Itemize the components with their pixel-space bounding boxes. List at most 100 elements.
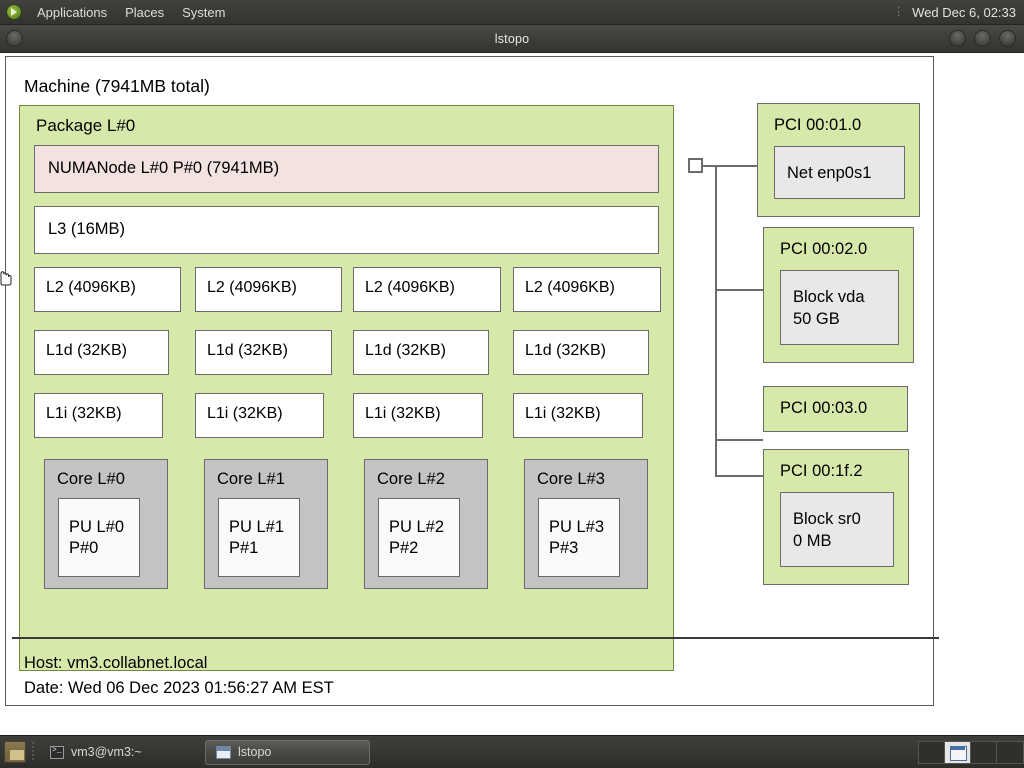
numanode-label: NUMANode L#0 P#0 (7941MB) xyxy=(48,159,280,177)
l1d-cache-box-1[interactable]: L1d (32KB) xyxy=(195,330,332,375)
osdev-box-3[interactable]: Block sr0 0 MB xyxy=(780,492,894,567)
pu-label-3-line2: P#3 xyxy=(549,538,579,557)
pu-box-0[interactable]: PU L#0 P#0 xyxy=(58,498,140,577)
maximize-button[interactable] xyxy=(974,30,991,47)
minimize-button[interactable] xyxy=(949,30,966,47)
core-box-1[interactable]: Core L#1 PU L#1 P#1 xyxy=(204,459,328,589)
pci-bridge-icon xyxy=(688,158,703,173)
l1d-cache-box-0[interactable]: L1d (32KB) xyxy=(34,330,169,375)
l2-label-1: L2 (4096KB) xyxy=(207,279,297,296)
window-title: lstopo xyxy=(494,31,530,46)
l1d-cache-box-3[interactable]: L1d (32KB) xyxy=(513,330,649,375)
workspace-1[interactable] xyxy=(919,741,945,763)
pu-label-2-line1: PU L#2 xyxy=(389,517,445,536)
core-label-3: Core L#3 xyxy=(537,470,605,488)
window-titlebar[interactable]: lstopo xyxy=(0,25,1024,53)
pu-label-0-line1: PU L#0 xyxy=(69,517,125,536)
l2-cache-box-3[interactable]: L2 (4096KB) xyxy=(513,267,661,312)
pci-label-3: PCI 00:1f.2 xyxy=(780,462,863,480)
menu-applications[interactable]: Applications xyxy=(37,4,108,20)
pci-box-1[interactable]: PCI 00:02.0 Block vda 50 GB xyxy=(763,227,914,363)
l2-cache-box-0[interactable]: L2 (4096KB) xyxy=(34,267,181,312)
core-box-3[interactable]: Core L#3 PU L#3 P#3 xyxy=(524,459,648,589)
workspace-switcher[interactable] xyxy=(918,740,1024,764)
taskbar-separator xyxy=(32,742,34,762)
l1d-label-2: L1d (32KB) xyxy=(365,342,446,359)
l1i-cache-box-0[interactable]: L1i (32KB) xyxy=(34,393,163,438)
l1i-cache-box-1[interactable]: L1i (32KB) xyxy=(195,393,324,438)
l1i-label-2: L1i (32KB) xyxy=(365,405,441,422)
l1d-cache-box-2[interactable]: L1d (32KB) xyxy=(353,330,489,375)
l2-label-3: L2 (4096KB) xyxy=(525,279,615,296)
core-label-0: Core L#0 xyxy=(57,470,125,488)
pu-box-3[interactable]: PU L#3 P#3 xyxy=(538,498,620,577)
osdev-label-1-line1: Block vda xyxy=(793,287,865,306)
panel-grip-icon: ⋮ xyxy=(893,6,905,18)
l1d-label-0: L1d (32KB) xyxy=(46,342,127,359)
l1i-cache-box-3[interactable]: L1i (32KB) xyxy=(513,393,643,438)
pci-box-3[interactable]: PCI 00:1f.2 Block sr0 0 MB xyxy=(763,449,909,585)
pu-label-1-line1: PU L#1 xyxy=(229,517,285,536)
pci-tree-trunk xyxy=(715,165,717,477)
pu-box-2[interactable]: PU L#2 P#2 xyxy=(378,498,460,577)
menu-places[interactable]: Places xyxy=(125,4,165,20)
pu-label-2-line2: P#2 xyxy=(389,538,419,557)
gnome-foot-icon[interactable] xyxy=(6,4,22,20)
footer-text: Host: vm3.collabnet.local Date: Wed 06 D… xyxy=(24,651,334,701)
panel-clock[interactable]: Wed Dec 6, 02:33 xyxy=(912,4,1016,20)
pci-label-1: PCI 00:02.0 xyxy=(780,240,868,258)
pci-tree-branch-1 xyxy=(715,289,763,291)
panel-right-area: ⋮ Wed Dec 6, 02:33 xyxy=(893,5,1024,20)
osdev-label-3-line1: Block sr0 xyxy=(793,509,861,528)
core-box-2[interactable]: Core L#2 PU L#2 P#2 xyxy=(364,459,488,589)
l2-cache-box-2[interactable]: L2 (4096KB) xyxy=(353,267,501,312)
pu-box-1[interactable]: PU L#1 P#1 xyxy=(218,498,300,577)
l1i-label-3: L1i (32KB) xyxy=(525,405,601,422)
workspace-4[interactable] xyxy=(997,741,1023,763)
core-label-1: Core L#1 xyxy=(217,470,285,488)
numanode-box[interactable]: NUMANode L#0 P#0 (7941MB) xyxy=(34,145,659,193)
topology-frame: Machine (7941MB total) Package L#0 NUMAN… xyxy=(5,56,939,706)
l2-cache-box-1[interactable]: L2 (4096KB) xyxy=(195,267,342,312)
pci-tree-branch-3 xyxy=(715,475,763,477)
pci-label-0: PCI 00:01.0 xyxy=(774,116,862,134)
close-button[interactable] xyxy=(999,30,1016,47)
taskbar-right-area xyxy=(918,736,1024,768)
pci-tree-branch-2 xyxy=(715,439,763,441)
task-label-terminal: vm3@vm3:~ xyxy=(71,745,142,759)
window-menu-button[interactable] xyxy=(6,30,23,47)
pu-label-1-line2: P#1 xyxy=(229,538,259,557)
gnome-top-panel: Applications Places System ⋮ Wed Dec 6, … xyxy=(0,0,1024,25)
osdev-box-1[interactable]: Block vda 50 GB xyxy=(780,270,899,345)
task-button-terminal[interactable]: vm3@vm3:~ xyxy=(40,740,205,765)
window-icon xyxy=(216,745,231,759)
core-label-2: Core L#2 xyxy=(377,470,445,488)
window-controls xyxy=(949,30,1024,47)
pu-label-0-line2: P#0 xyxy=(69,538,99,557)
l1d-label-1: L1d (32KB) xyxy=(207,342,288,359)
lstopo-canvas: Machine (7941MB total) Package L#0 NUMAN… xyxy=(0,53,1024,735)
package-box[interactable]: Package L#0 NUMANode L#0 P#0 (7941MB) L3… xyxy=(19,105,674,671)
core-box-0[interactable]: Core L#0 PU L#0 P#0 xyxy=(44,459,168,589)
l1i-cache-box-2[interactable]: L1i (32KB) xyxy=(353,393,483,438)
l3-label: L3 (16MB) xyxy=(48,220,126,238)
pci-box-0[interactable]: PCI 00:01.0 Net enp0s1 xyxy=(757,103,920,217)
l3-cache-box[interactable]: L3 (16MB) xyxy=(34,206,659,254)
package-label: Package L#0 xyxy=(36,116,136,135)
l1d-label-3: L1d (32KB) xyxy=(525,342,606,359)
workspace-2[interactable] xyxy=(945,741,971,763)
menu-system[interactable]: System xyxy=(182,4,226,20)
task-button-lstopo[interactable]: lstopo xyxy=(205,739,370,765)
pci-box-2[interactable]: PCI 00:03.0 xyxy=(763,386,908,432)
osdev-label-1-line2: 50 GB xyxy=(793,309,840,328)
machine-label: Machine (7941MB total) xyxy=(24,76,210,96)
show-desktop-icon[interactable] xyxy=(4,741,26,763)
osdev-box-0[interactable]: Net enp0s1 xyxy=(774,146,905,199)
pu-label-3-line1: PU L#3 xyxy=(549,517,605,536)
workspace-3[interactable] xyxy=(971,741,997,763)
task-label-lstopo: lstopo xyxy=(238,745,272,759)
pci-tree-branch-0 xyxy=(703,165,763,167)
l1i-label-0: L1i (32KB) xyxy=(46,405,122,422)
osdev-label-3-line2: 0 MB xyxy=(793,531,832,550)
